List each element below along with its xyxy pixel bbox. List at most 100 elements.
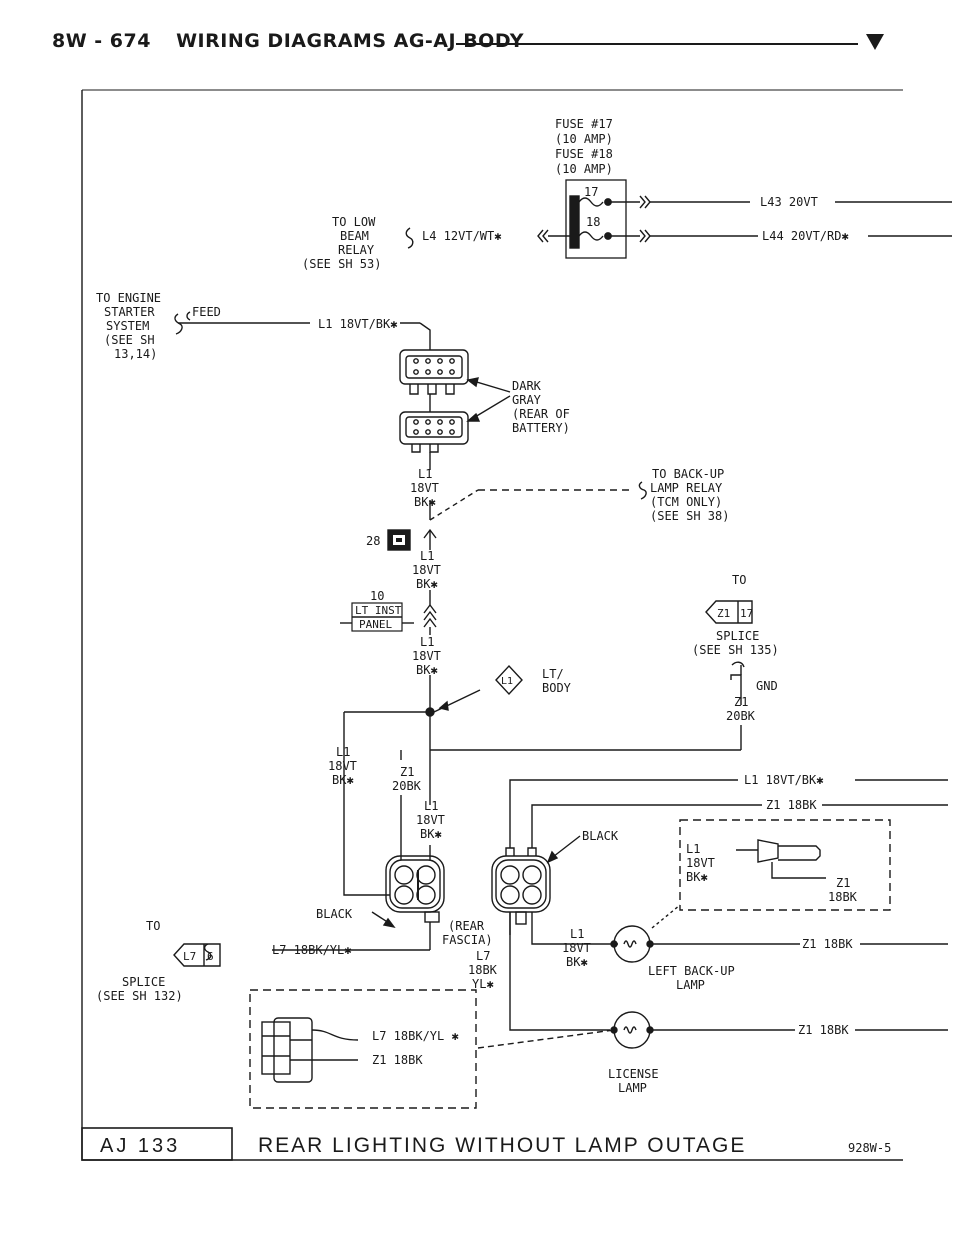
svg-text:LAMP: LAMP — [676, 978, 705, 992]
feed-label: FEED — [192, 305, 221, 319]
svg-text:L1: L1 — [336, 745, 350, 759]
wire-l7-splice: L7 18BK/YL✱ — [272, 943, 351, 957]
svg-text:(SEE SH 135): (SEE SH 135) — [692, 643, 779, 657]
splice-l7-to: TO — [146, 919, 160, 933]
lt-inst-panel-label: LT INST PANEL — [355, 604, 402, 631]
wire-tag-l1-d: L1 18VT BK✱ — [328, 745, 357, 787]
svg-text:BK✱: BK✱ — [686, 870, 708, 884]
rear-fascia-connector-right — [491, 855, 551, 913]
svg-text:18VT: 18VT — [412, 649, 441, 663]
svg-text:L1: L1 — [418, 467, 432, 481]
footer-code: 928W-5 — [848, 1141, 891, 1155]
dark-gray-label: DARK GRAY (REAR OF BATTERY) — [512, 379, 570, 435]
svg-text:18VT: 18VT — [686, 856, 715, 870]
svg-text:(SEE SH: (SEE SH — [104, 333, 155, 347]
wire-tag-l1-a: L1 18VT BK✱ — [410, 467, 439, 509]
fuse-18-link — [578, 231, 604, 241]
svg-text:Z1: Z1 — [734, 695, 748, 709]
svg-text:18VT: 18VT — [412, 563, 441, 577]
splice-l1-node — [425, 707, 435, 717]
svg-text:13,14): 13,14) — [114, 347, 157, 361]
svg-text:(TCM ONLY): (TCM ONLY) — [650, 495, 722, 509]
svg-text:(10 AMP): (10 AMP) — [555, 132, 613, 146]
svg-text:FUSE #17: FUSE #17 — [555, 117, 613, 131]
rear-fascia-connector-left — [385, 855, 445, 913]
splice-z1-id: Z1 — [717, 607, 730, 620]
connector-10-label: 10 — [370, 589, 384, 603]
svg-text:20BK: 20BK — [392, 779, 422, 793]
svg-text:LT INST: LT INST — [355, 604, 402, 617]
svg-text:L1: L1 — [686, 842, 700, 856]
splice-l7-id: L7 — [183, 950, 196, 963]
wire-z1-right: Z1 18BK — [766, 798, 817, 812]
svg-text:SYSTEM: SYSTEM — [106, 319, 149, 333]
svg-text:18BK: 18BK — [468, 963, 498, 977]
svg-text:YL✱: YL✱ — [472, 977, 494, 991]
svg-text:BK✱: BK✱ — [566, 955, 588, 969]
fuse-label: FUSE #17 (10 AMP) FUSE #18 (10 AMP) — [555, 117, 613, 176]
svg-text:LAMP RELAY: LAMP RELAY — [650, 481, 723, 495]
svg-text:FUSE #18: FUSE #18 — [555, 147, 613, 161]
svg-text:TO LOW: TO LOW — [332, 215, 376, 229]
svg-text:(10 AMP): (10 AMP) — [555, 162, 613, 176]
splice-z1-tag — [705, 600, 753, 624]
bulb-detail-l1: L1 18VT BK✱ — [686, 842, 715, 884]
svg-text:18VT: 18VT — [328, 759, 357, 773]
svg-text:STARTER: STARTER — [104, 305, 155, 319]
wire-tag-l1-c: L1 18VT BK✱ — [412, 635, 441, 677]
l7-squiggle — [203, 943, 212, 961]
bulb-detail-z1: Z1 18BK — [828, 876, 858, 904]
splice-l7-label: SPLICE (SEE SH 132) — [96, 975, 183, 1003]
svg-text:L1: L1 — [420, 635, 434, 649]
svg-text:GRAY: GRAY — [512, 393, 542, 407]
svg-text:BK✱: BK✱ — [416, 577, 438, 591]
engine-starter-label: TO ENGINE STARTER SYSTEM (SEE SH 13,14) — [96, 291, 161, 361]
wire-l1-right: L1 18VT/BK✱ — [744, 773, 823, 787]
fuse-17-link — [578, 197, 604, 207]
dark-gray-connector-bottom — [399, 411, 469, 445]
backup-relay-label: TO BACK-UP LAMP RELAY (TCM ONLY) (SEE SH… — [650, 467, 729, 523]
svg-text:BK✱: BK✱ — [416, 663, 438, 677]
fuse-18-node — [604, 232, 612, 240]
svg-text:(SEE SH 132): (SEE SH 132) — [96, 989, 183, 1003]
low-beam-squiggle — [405, 227, 414, 249]
wire-tag-z1-gnd: Z1 20BK — [726, 695, 756, 723]
svg-text:Z1: Z1 — [400, 765, 414, 779]
black-label-left: BLACK — [316, 907, 353, 921]
splice-l1-tag — [495, 664, 523, 696]
backup-relay-dashed — [429, 489, 479, 521]
svg-text:BK✱: BK✱ — [420, 827, 442, 841]
svg-text:L7: L7 — [476, 949, 490, 963]
l7-detail-box — [249, 989, 477, 1109]
wire-l1-main: L1 18VT/BK✱ — [318, 317, 397, 331]
fuse-17-node — [604, 198, 612, 206]
wire-tag-l1-f: L1 18VT BK✱ — [562, 927, 591, 969]
l7-detail-wire: L7 18BK/YL ✱ — [372, 1029, 459, 1043]
svg-text:FASCIA): FASCIA) — [442, 933, 493, 947]
svg-text:18BK: 18BK — [828, 890, 858, 904]
svg-text:L1: L1 — [570, 927, 584, 941]
wire-l44: L44 20VT/RD✱ — [762, 229, 849, 243]
fuse-18-label: 18 — [586, 215, 600, 229]
svg-text:SPLICE: SPLICE — [122, 975, 165, 989]
page-number: 8W - 674 — [52, 30, 151, 52]
svg-text:RELAY: RELAY — [338, 243, 375, 257]
wire-tag-l1-e: L1 18VT BK✱ — [416, 799, 445, 841]
page-header-title: WIRING DIAGRAMS AG-AJ BODY — [176, 30, 524, 52]
header-rule — [456, 43, 858, 45]
svg-text:BODY: BODY — [542, 681, 572, 695]
svg-text:TO ENGINE: TO ENGINE — [96, 291, 161, 305]
header-triangle-icon — [866, 34, 884, 50]
footer-page-box — [81, 1127, 233, 1161]
svg-text:BK✱: BK✱ — [414, 495, 436, 509]
splice-z1-num: 17 — [740, 607, 753, 620]
splice-z1-to: TO — [732, 573, 746, 587]
fuse-17-label: 17 — [584, 185, 598, 199]
svg-text:BATTERY): BATTERY) — [512, 421, 570, 435]
splice-l7-num: 6 — [207, 950, 214, 963]
svg-text:L1: L1 — [420, 549, 434, 563]
svg-text:BK✱: BK✱ — [332, 773, 354, 787]
wire-l4: L4 12VT/WT✱ — [422, 229, 501, 243]
svg-text:LAMP: LAMP — [618, 1081, 647, 1095]
